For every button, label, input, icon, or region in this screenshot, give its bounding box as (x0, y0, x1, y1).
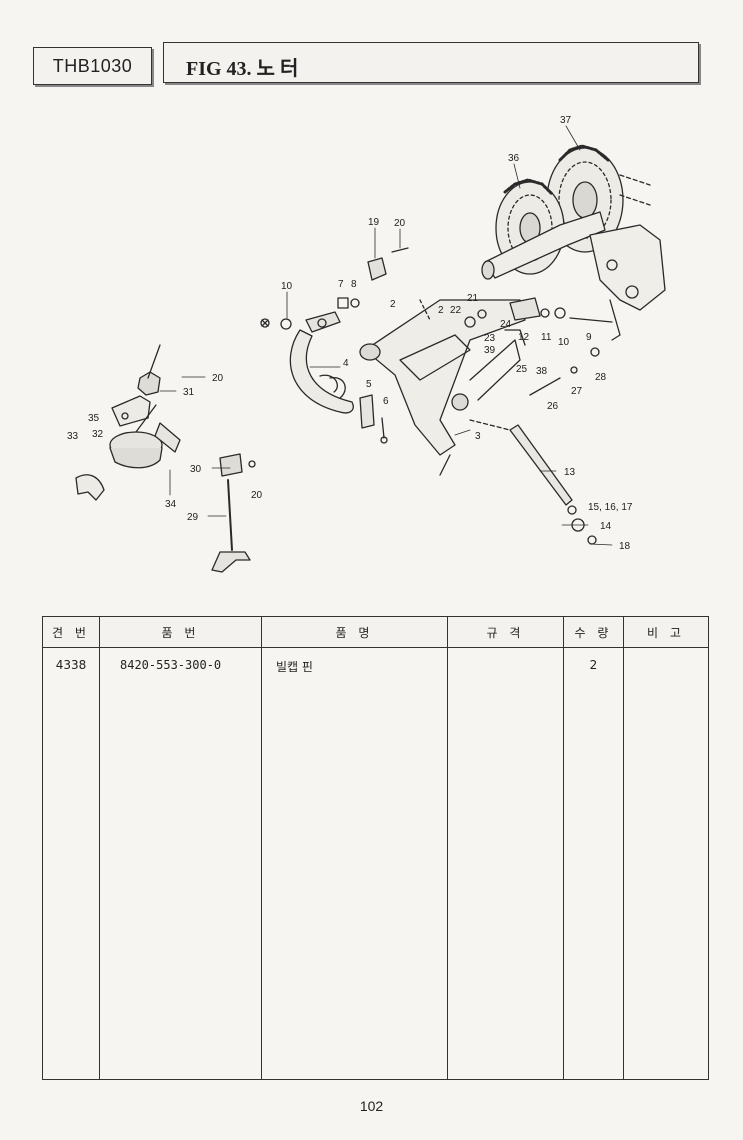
callout-label: 34 (165, 499, 177, 510)
callout-label: 10 (281, 281, 293, 292)
callout-label: 27 (571, 386, 583, 397)
model-label-box: THB1030 (33, 47, 152, 85)
callout-label: 22 (450, 305, 462, 316)
callout-label: 6 (383, 396, 389, 407)
callout-label: 32 (92, 429, 104, 440)
column-header-no: 견 번 (42, 616, 100, 648)
callout-label: 5 (366, 379, 372, 390)
figure-title-box: FIG 43. 노 터 (163, 42, 699, 83)
callout-label: 29 (187, 512, 199, 523)
bracket-5-6 (359, 394, 388, 444)
cell-qty: 2 (563, 647, 624, 678)
callout-label: 21 (467, 293, 479, 304)
callout-label: 14 (600, 521, 612, 532)
table-row: 4338 8420-553-300-0 빌캡 핀 2 (42, 647, 709, 678)
column-header-remarks: 비 고 (623, 616, 709, 648)
callout-label: 35 (88, 413, 100, 424)
callout-label: 15, 16, 17 (588, 502, 633, 513)
drive-shaft-housing (481, 211, 666, 341)
callout-label: 38 (536, 366, 548, 377)
callout-label: 2 (438, 305, 444, 316)
parts-exploded-diagram: 37 36 19 20 10 7 8 2 22 21 2 24 12 11 10… (67, 115, 666, 573)
callout-label: 2 (390, 299, 396, 310)
callout-label: 12 (518, 332, 530, 343)
table-empty-space (42, 677, 709, 1080)
callout-label: 20 (251, 490, 263, 501)
small-fittings-right (464, 297, 613, 396)
callout-label: 26 (547, 401, 559, 412)
callout-label: 11 (541, 332, 552, 343)
column-header-part-no: 품 번 (99, 616, 262, 648)
callout-label: 18 (619, 541, 631, 552)
callout-label: 4 (343, 358, 349, 369)
column-header-part-name: 품 명 (261, 616, 448, 648)
column-header-qty: 수 량 (563, 616, 624, 648)
callout-label: 20 (212, 373, 224, 384)
callout-label: 31 (183, 387, 195, 398)
callout-label: 39 (484, 345, 496, 356)
cell-spec (447, 647, 564, 678)
model-label: THB1030 (52, 56, 133, 76)
callout-label: 9 (586, 332, 592, 343)
cell-no: 4338 (42, 647, 100, 678)
figure-title: FIG 43. 노 터 (186, 58, 299, 80)
cell-part-name: 빌캡 핀 (261, 647, 448, 678)
callout-label: 8 (351, 279, 357, 290)
rod-13 (469, 419, 597, 545)
callout-label: 30 (190, 464, 202, 475)
callout-leaders (159, 125, 613, 546)
shift-fork-29-30 (211, 453, 256, 573)
callout-label: 25 (516, 364, 528, 375)
parts-table: 견 번 품 번 품 명 규 격 수 량 비 고 4338 8420-553-30… (42, 616, 709, 1080)
callout-label: 33 (67, 431, 79, 442)
left-knob-assembly (75, 344, 181, 501)
spring-arm-4 (289, 311, 354, 414)
callout-label: 7 (338, 279, 344, 290)
small-fittings-upper (260, 247, 409, 330)
callout-labels: 37 36 19 20 10 7 8 2 22 21 2 24 12 11 10… (67, 115, 633, 552)
column-header-spec: 규 격 (447, 616, 564, 648)
page-number: 102 (359, 1098, 384, 1114)
table-header-row: 견 번 품 번 품 명 규 격 수 량 비 고 (42, 616, 709, 648)
main-arm-assembly (359, 299, 526, 476)
callout-label: 37 (560, 115, 572, 126)
cell-remarks (623, 647, 709, 678)
callout-label: 23 (484, 333, 496, 344)
callout-label: 28 (595, 372, 607, 383)
callout-label: 3 (475, 431, 481, 442)
callout-label: 13 (564, 467, 576, 478)
callout-label: 24 (500, 319, 512, 330)
cell-part-no: 8420-553-300-0 (99, 647, 262, 678)
callout-label: 36 (508, 153, 520, 164)
callout-label: 20 (394, 218, 406, 229)
callout-label: 19 (368, 217, 380, 228)
callout-label: 10 (558, 337, 570, 348)
